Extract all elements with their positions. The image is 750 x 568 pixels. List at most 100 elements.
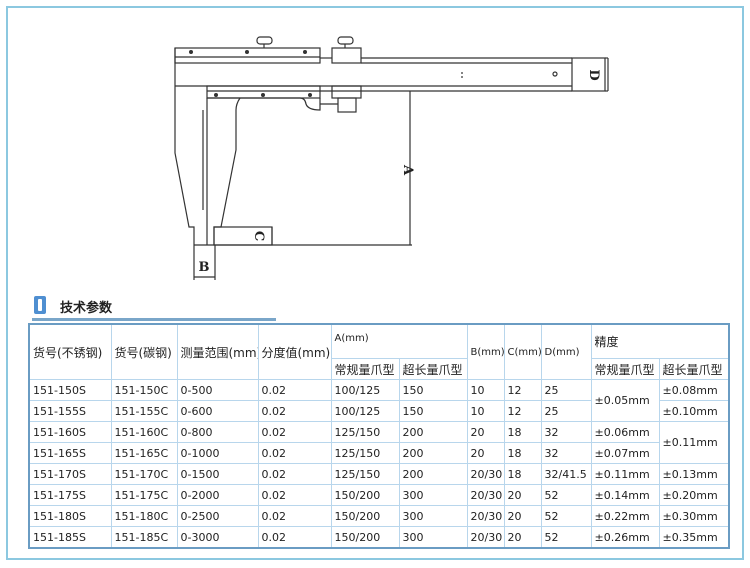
cell-d: 25 (540, 379, 592, 401)
cell-acc-long: ±0.11mm (658, 421, 730, 464)
cell-acc-std: ±0.07mm (590, 442, 660, 464)
cell-res: 0.02 (257, 484, 332, 506)
cell-range: 0-500 (176, 379, 259, 401)
cell-d: 32/41.5 (540, 463, 592, 485)
cell-ss: 151-160S (28, 421, 112, 443)
cell-b: 20/30 (466, 484, 505, 506)
cell-ss: 151-185S (28, 526, 112, 549)
cell-range: 0-800 (176, 421, 259, 443)
cell-acc-std: ±0.05mm (590, 379, 660, 422)
cell-a-std: 100/125 (330, 400, 400, 422)
cell-ss: 151-180S (28, 505, 112, 527)
cell-a-std: 100/125 (330, 379, 400, 401)
cell-c: 20 (503, 526, 542, 549)
cell-acc-long: ±0.35mm (658, 526, 730, 549)
cell-res: 0.02 (257, 421, 332, 443)
header-code-ss: 货号(不锈钢) (28, 323, 112, 380)
header-range: 测量范围(mm) (176, 323, 259, 380)
cell-range: 0-2500 (176, 505, 259, 527)
cell-d: 25 (540, 400, 592, 422)
header-resolution: 分度值(mm) (257, 323, 332, 380)
cell-d: 32 (540, 421, 592, 443)
cell-acc-long: ±0.13mm (658, 463, 730, 485)
cell-res: 0.02 (257, 400, 332, 422)
cell-c: 20 (503, 505, 542, 527)
header-a-std: 常规量爪型 (330, 358, 400, 380)
cell-a-long: 150 (398, 379, 468, 401)
cell-acc-long: ±0.10mm (658, 400, 730, 422)
header-b: B(mm) (466, 323, 505, 380)
table-header-row: 货号(不锈钢) 货号(碳钢) 测量范围(mm) 分度值(mm) A(mm) B(… (28, 323, 730, 380)
cell-acc-long: ±0.20mm (658, 484, 730, 506)
cell-res: 0.02 (257, 526, 332, 549)
header-c: C(mm) (503, 323, 542, 380)
cell-d: 32 (540, 442, 592, 464)
header-code-cs: 货号(碳钢) (110, 323, 178, 380)
dimension-label-b: B (199, 260, 210, 275)
cell-a-std: 125/150 (330, 421, 400, 443)
cell-a-std: 150/200 (330, 484, 400, 506)
knob-icon (337, 36, 354, 48)
cell-b: 10 (466, 379, 505, 401)
cell-range: 0-1000 (176, 442, 259, 464)
dimension-label-c: C (251, 231, 266, 241)
cell-d: 52 (540, 484, 592, 506)
cell-acc-long: ±0.30mm (658, 505, 730, 527)
cell-a-long: 200 (398, 421, 468, 443)
cell-c: 18 (503, 442, 542, 464)
cell-b: 20 (466, 421, 505, 443)
cell-d: 52 (540, 505, 592, 527)
cell-ss: 151-170S (28, 463, 112, 485)
section-marker-icon (34, 296, 46, 314)
cell-acc-std: ±0.26mm (590, 526, 660, 549)
cell-c: 18 (503, 421, 542, 443)
cell-range: 0-1500 (176, 463, 259, 485)
cell-d: 52 (540, 526, 592, 549)
header-a-long: 超长量爪型 (398, 358, 468, 380)
cell-ss: 151-165S (28, 442, 112, 464)
cell-a-long: 300 (398, 484, 468, 506)
cell-b: 20 (466, 442, 505, 464)
dimension-label-d: D (586, 69, 601, 80)
cell-a-std: 150/200 (330, 526, 400, 549)
cell-cs: 151-170C (110, 463, 178, 485)
section-heading: 技术参数 (32, 294, 276, 321)
cell-ss: 151-155S (28, 400, 112, 422)
cell-range: 0-2000 (176, 484, 259, 506)
cell-a-long: 200 (398, 442, 468, 464)
cell-a-long: 300 (398, 505, 468, 527)
header-d: D(mm) (540, 323, 592, 380)
section-title: 技术参数 (60, 301, 113, 316)
cell-c: 12 (503, 379, 542, 401)
cell-b: 20/30 (466, 463, 505, 485)
cell-res: 0.02 (257, 442, 332, 464)
dimension-label-a: A (400, 164, 415, 176)
cell-ss: 151-150S (28, 379, 112, 401)
header-a: A(mm) (330, 323, 468, 359)
cell-cs: 151-185C (110, 526, 178, 549)
cell-cs: 151-155C (110, 400, 178, 422)
cell-acc-std: ±0.06mm (590, 421, 660, 443)
cell-ss: 151-175S (28, 484, 112, 506)
cell-cs: 151-160C (110, 421, 178, 443)
cell-a-long: 150 (398, 400, 468, 422)
cell-c: 18 (503, 463, 542, 485)
cell-b: 20/30 (466, 526, 505, 549)
header-acc-std: 常规量爪型 (590, 358, 660, 380)
cell-range: 0-3000 (176, 526, 259, 549)
cell-c: 12 (503, 400, 542, 422)
cell-cs: 151-175C (110, 484, 178, 506)
caliper-diagram: A B C D (174, 36, 609, 280)
cell-cs: 151-150C (110, 379, 178, 401)
cell-cs: 151-180C (110, 505, 178, 527)
cell-acc-std: ±0.22mm (590, 505, 660, 527)
cell-res: 0.02 (257, 505, 332, 527)
knob-icon (256, 36, 273, 48)
